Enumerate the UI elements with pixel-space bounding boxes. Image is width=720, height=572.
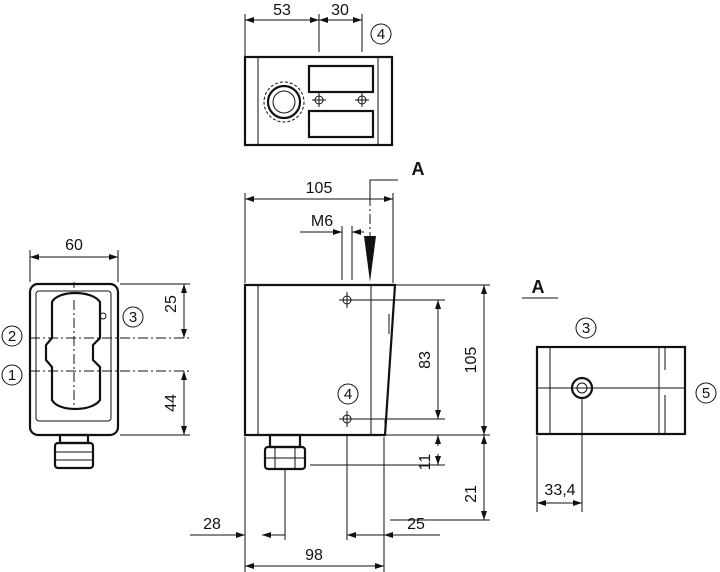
dim-60: 60	[65, 237, 83, 254]
marker-4-front: 4	[337, 383, 359, 405]
marker-2-side: 2	[1, 325, 23, 347]
dim-30: 30	[331, 2, 349, 19]
svg-text:2: 2	[8, 328, 16, 345]
svg-text:3: 3	[582, 320, 590, 337]
view-a: A 33,4 3 5	[522, 277, 717, 512]
side-view: 60 25 44 3 2 1	[1, 237, 190, 470]
dim-28: 28	[203, 516, 221, 533]
front-view-body	[243, 283, 397, 437]
view-a-label: A	[532, 277, 545, 297]
front-view: 105 M6 83 105 11 21 28	[190, 180, 490, 572]
dim-m6: M6	[311, 213, 333, 230]
view-a-body	[535, 345, 687, 436]
marker-5-view-a: 5	[695, 382, 717, 404]
marker-3-view-a: 3	[575, 317, 597, 339]
connector-knob-icon	[263, 81, 305, 123]
dim-105-width: 105	[306, 180, 333, 197]
display-window-top	[307, 64, 375, 94]
cable-gland-icon	[53, 433, 95, 470]
svg-text:5: 5	[702, 385, 710, 402]
top-view: 53 30 4	[243, 2, 394, 147]
dim-44: 44	[163, 394, 180, 412]
dim-21: 21	[463, 485, 480, 503]
dim-33-4: 33,4	[544, 482, 575, 499]
dim-25-side: 25	[163, 295, 180, 313]
cable-gland-icon	[263, 433, 307, 471]
svg-text:3: 3	[129, 309, 137, 326]
top-view-body	[243, 55, 394, 147]
view-arrow-a	[364, 236, 376, 282]
marker-3-side: 3	[122, 306, 144, 328]
dim-53: 53	[273, 2, 291, 19]
dim-83: 83	[417, 351, 434, 369]
section-label-a: A	[412, 159, 425, 179]
mounting-hole-icon	[312, 93, 326, 107]
thread-hole-icon	[339, 292, 355, 308]
dim-11: 11	[417, 454, 434, 471]
marker-4-top: 4	[370, 23, 392, 45]
dim-98: 98	[305, 547, 323, 564]
marker-1-side: 1	[1, 364, 23, 386]
dim-25-bottom: 25	[407, 516, 425, 533]
svg-text:1: 1	[8, 367, 16, 384]
svg-text:4: 4	[377, 26, 385, 43]
display-window-bottom	[307, 109, 375, 139]
led-icon	[99, 312, 107, 320]
section-mark-a: A	[369, 159, 425, 196]
dim-105-height: 105	[463, 347, 480, 374]
svg-text:4: 4	[344, 386, 352, 403]
thread-hole-icon	[339, 411, 355, 427]
lens-window	[44, 291, 102, 411]
mounting-hole-icon	[355, 93, 369, 107]
